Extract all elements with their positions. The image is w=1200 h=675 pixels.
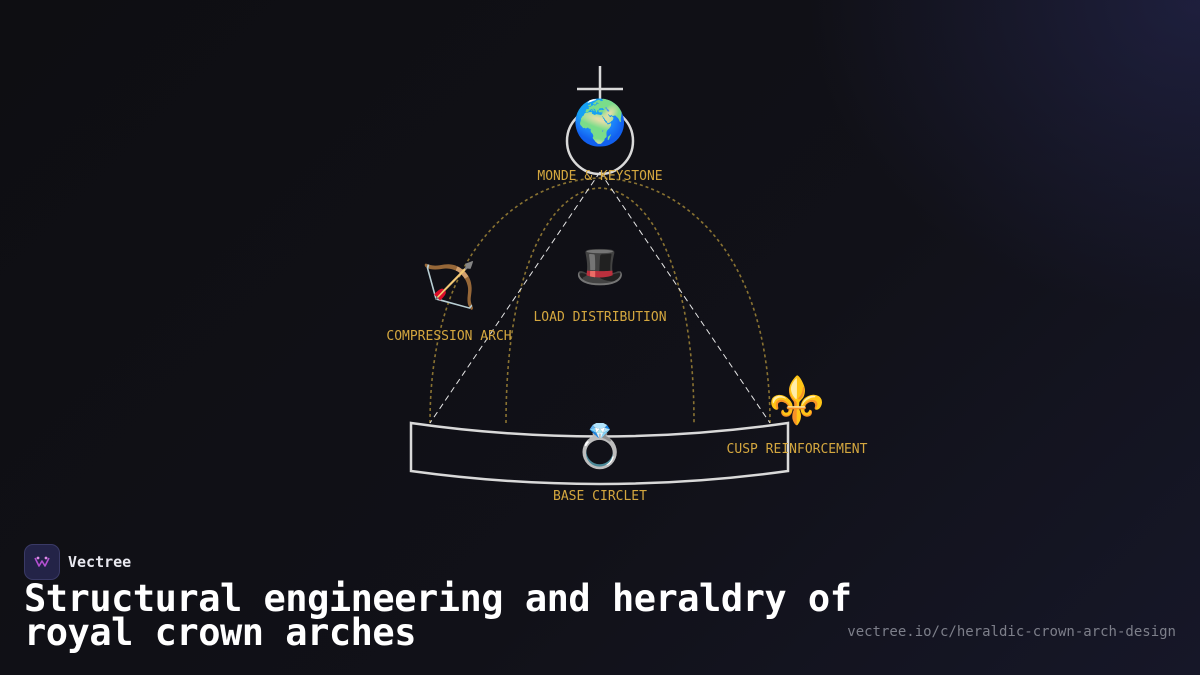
- page-title: Structural engineering and heraldry of r…: [24, 577, 852, 654]
- bow-and-arrow-icon: 🏹: [422, 261, 477, 312]
- top-hat-icon: 🎩: [575, 244, 625, 290]
- load-line-left: [429, 171, 601, 424]
- brand-name: Vectree: [68, 553, 132, 571]
- fleur-de-lis-icon: ⚜️: [768, 373, 825, 427]
- globe-icon: 🌍: [573, 98, 628, 149]
- monde-orb: [565, 106, 635, 176]
- load-line-right: [599, 171, 771, 424]
- vectree-logo-icon: [24, 544, 60, 580]
- monde-keystone-label: MONDE & KEYSTONE: [537, 169, 662, 184]
- brand: Vectree: [24, 544, 131, 580]
- cusp-reinforcement-label: CUSP REINFORCEMENT: [727, 442, 868, 457]
- source-url: vectree.io/c/heraldic-crown-arch-design: [847, 624, 1176, 640]
- load-distribution-label: LOAD DISTRIBUTION: [533, 310, 666, 325]
- base-circlet-band: [409, 421, 790, 486]
- inner-arch-dotted: [505, 187, 695, 424]
- ring-icon: 💍: [574, 422, 626, 472]
- compression-arch-label: COMPRESSION ARCH: [386, 329, 511, 344]
- base-circlet-label: BASE CIRCLET: [553, 489, 647, 504]
- outer-arch-dotted: [429, 177, 771, 424]
